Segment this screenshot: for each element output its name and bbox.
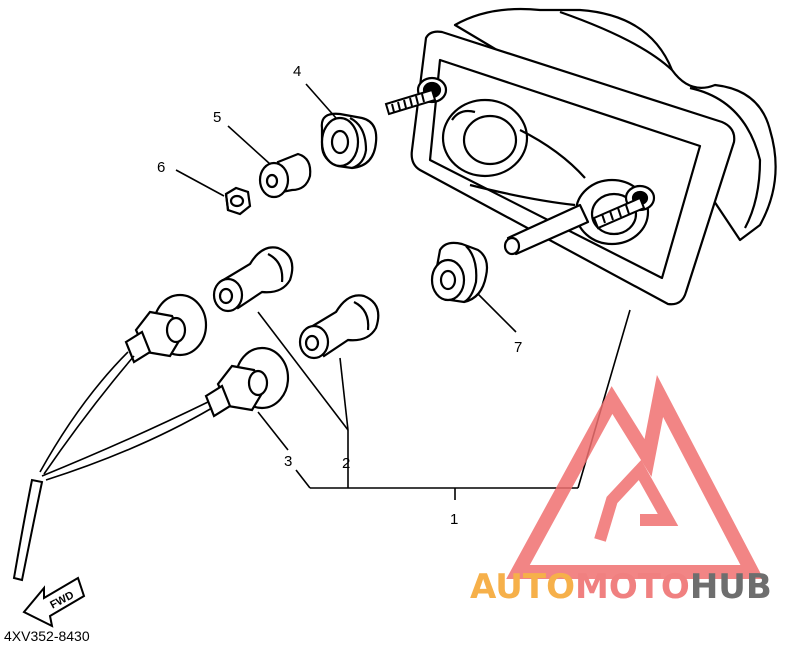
- callout-numbers: 1 2 3 4 5 6 7: [157, 63, 522, 528]
- callout-6: 6: [157, 159, 165, 176]
- watermark-wordmark: AUTOMOTOHUB: [470, 567, 772, 607]
- mounting-stud-upper: [384, 88, 437, 116]
- part-6-nut: [224, 186, 252, 216]
- part-3-socket-lower: [204, 346, 290, 418]
- fwd-arrow-icon: FWD: [22, 576, 86, 628]
- svg-text:AUTOMOTOHUB: AUTOMOTOHUB: [470, 567, 772, 607]
- watermark-moto: MOTO: [575, 567, 690, 607]
- part-5-collar: [258, 152, 312, 199]
- part-4-grommet: [320, 112, 378, 170]
- tail-light-housing: [410, 7, 777, 306]
- part-2-bulb-upper: [212, 246, 294, 313]
- callout-1: 1: [450, 511, 458, 528]
- watermark-hub: HUB: [690, 567, 772, 607]
- callout-5: 5: [213, 109, 221, 126]
- callout-2: 2: [342, 455, 350, 472]
- part-3-socket-upper: [124, 293, 208, 364]
- wiring-harness: [12, 351, 213, 582]
- part-2-bulb-lower: [298, 294, 380, 360]
- watermark-logo-icon: [506, 375, 764, 579]
- callout-7: 7: [514, 339, 522, 356]
- callout-3: 3: [284, 453, 292, 470]
- mounting-stud-lower: [592, 196, 646, 230]
- part-7-grommet: [430, 241, 489, 304]
- callout-4: 4: [293, 63, 301, 80]
- watermark-auto: AUTO: [470, 567, 575, 607]
- drawing-code: 4XV352-8430: [4, 628, 90, 644]
